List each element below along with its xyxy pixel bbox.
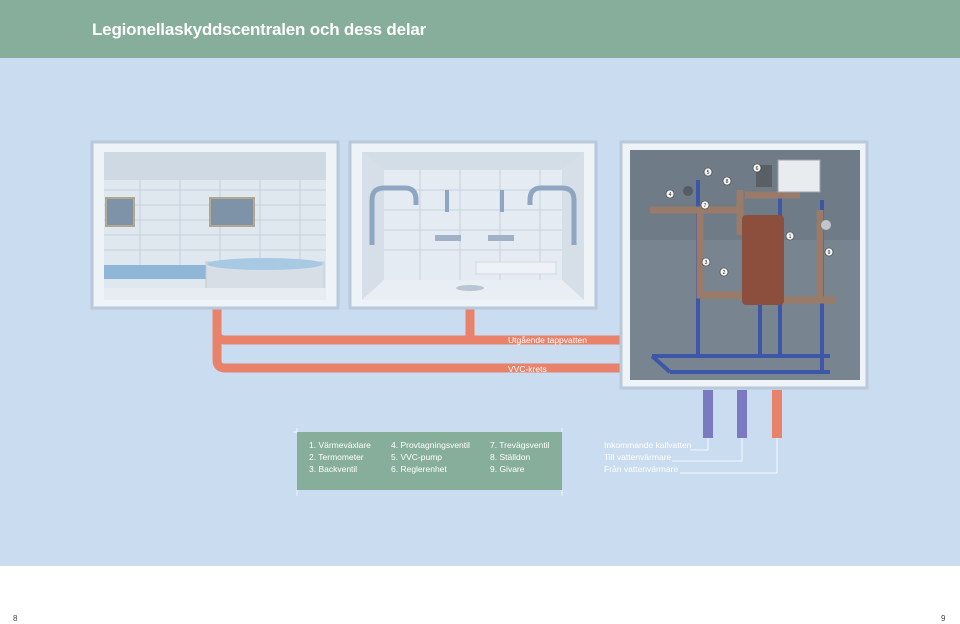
marker-3: 3 <box>701 257 711 267</box>
header-bar: Legionellaskyddscentralen och dess delar <box>0 0 960 58</box>
legend-column-2: 4. Provtagningsventil 5. VVC-pump 6. Reg… <box>391 439 470 475</box>
marker-4: 4 <box>665 189 675 199</box>
marker-6: 6 <box>752 163 762 173</box>
legend-item: 1. Värmeväxlare <box>309 440 371 450</box>
to-heater-pipe <box>737 390 747 438</box>
outgoing-water-label: Utgående tappvatten <box>508 335 587 345</box>
svg-text:3: 3 <box>705 260 708 266</box>
marker-5: 5 <box>703 167 713 177</box>
legend-item: 2. Termometer <box>309 452 364 462</box>
control-unit-shape <box>777 159 821 193</box>
to-heater-label: Till vattenvärmare <box>604 452 672 462</box>
page-title: Legionellaskyddscentralen och dess delar <box>92 20 427 39</box>
heat-exchanger-shape <box>742 215 784 305</box>
circulation-pipe <box>212 332 620 373</box>
svg-text:9: 9 <box>828 250 831 256</box>
crop-marks <box>293 428 563 496</box>
legend-item: 6. Reglerenhet <box>391 464 447 474</box>
legend-item: 4. Provtagningsventil <box>391 440 470 450</box>
marker-2: 2 <box>719 267 729 277</box>
legend-item: 3. Backventil <box>309 464 358 474</box>
marker-9: 9 <box>824 247 834 257</box>
from-heater-pipe <box>772 390 782 438</box>
legend-item: 8. Ställdon <box>490 452 531 462</box>
pool-room-illustration <box>90 140 340 310</box>
marker-7: 7 <box>700 200 710 210</box>
legend-column-1: 1. Värmeväxlare 2. Termometer 3. Backven… <box>309 439 371 475</box>
hot-water-pipes <box>212 308 620 373</box>
svg-text:7: 7 <box>704 203 707 209</box>
legend-box <box>297 432 562 490</box>
inlet-leader-lines <box>672 438 778 474</box>
svg-text:1: 1 <box>789 234 792 240</box>
cold-water-inlet-label: Inkommande kallvatten <box>604 440 692 450</box>
marker-8: 8 <box>722 176 732 186</box>
unit-photo <box>619 140 869 390</box>
legend-column-3: 7. Trevägsventil 8. Ställdon 9. Givare <box>490 439 550 475</box>
svg-text:2: 2 <box>723 270 726 276</box>
legend-item: 7. Trevägsventil <box>490 440 550 450</box>
page-number-left: 8 <box>13 614 18 623</box>
svg-text:4: 4 <box>669 192 672 198</box>
shower-room-illustration <box>348 140 598 310</box>
marker-1: 1 <box>785 231 795 241</box>
legend-item: 9. Givare <box>490 464 525 474</box>
page-number-right: 9 <box>941 614 946 623</box>
legend-item: 5. VVC-pump <box>391 452 443 462</box>
svg-text:5: 5 <box>707 170 710 176</box>
cold-water-inlet-pipe <box>703 390 713 438</box>
unit-pipes <box>650 190 835 304</box>
from-heater-label: Från vattenvärmare <box>604 464 679 474</box>
callout-markers: 1 2 3 4 5 6 7 8 9 <box>665 163 834 277</box>
svg-text:8: 8 <box>726 179 729 185</box>
circulation-label: VVC-krets <box>508 364 547 374</box>
svg-text:6: 6 <box>756 166 759 172</box>
